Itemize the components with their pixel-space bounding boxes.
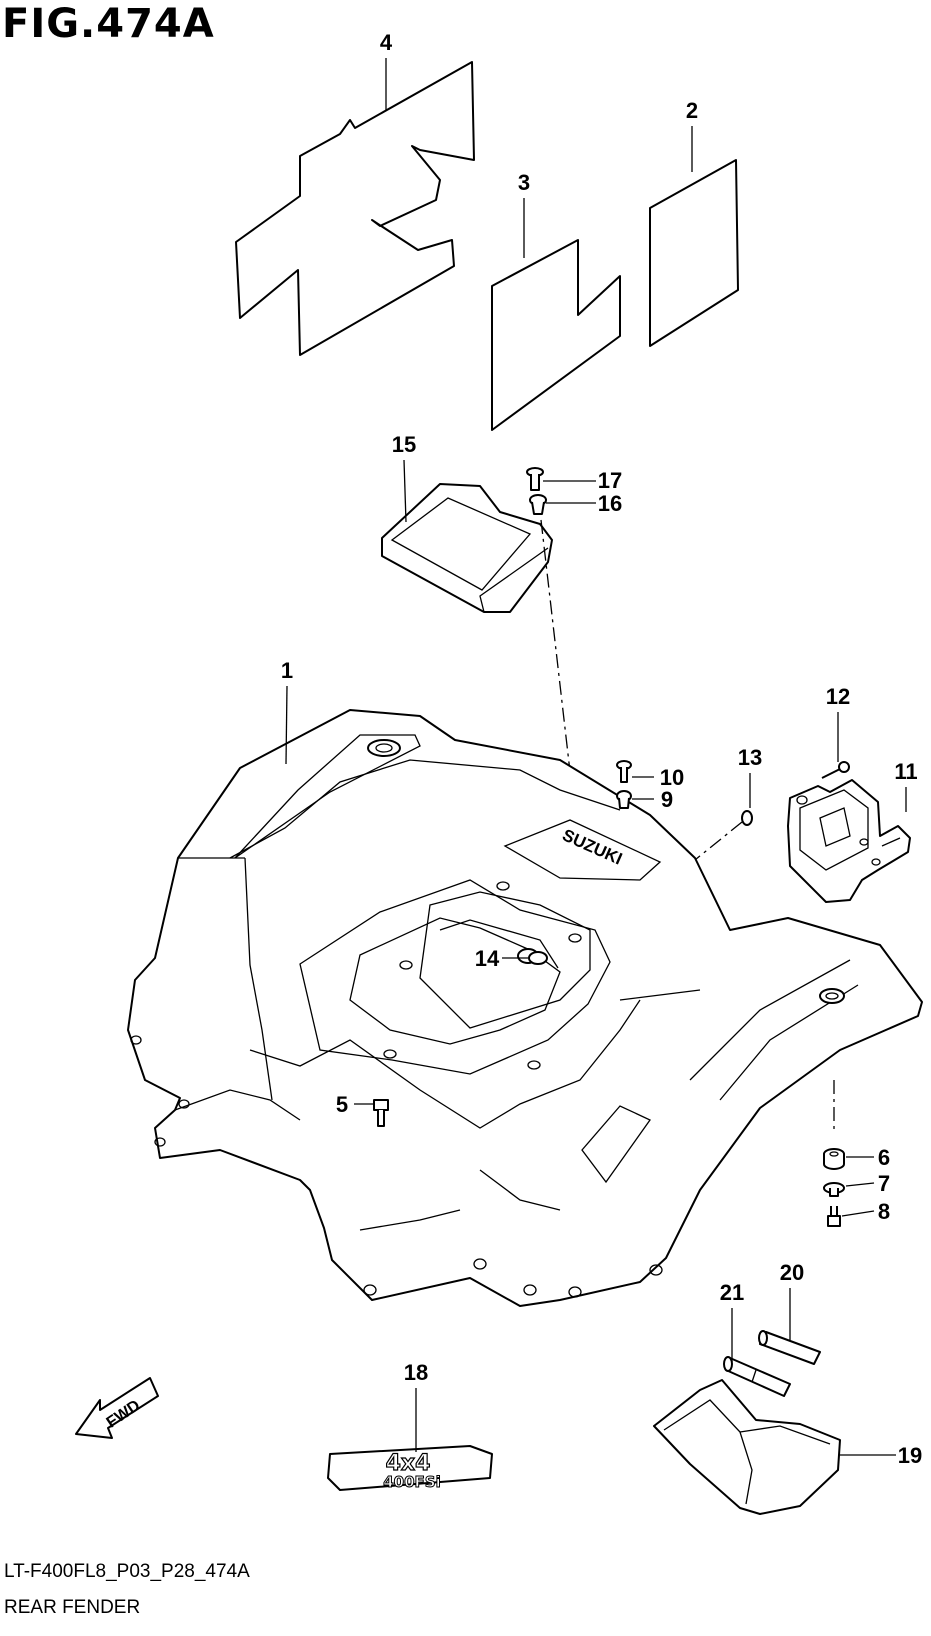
part-20-tool — [758, 1330, 821, 1365]
part-15-tray — [381, 483, 553, 613]
part-12-screw — [821, 761, 850, 779]
callout-4: 4 — [380, 30, 393, 55]
callout-5: 5 — [336, 1092, 348, 1117]
part-10-screw — [616, 760, 632, 783]
callout-12: 12 — [826, 684, 850, 709]
part-8-bolt — [827, 1206, 841, 1227]
callout-6: 6 — [878, 1145, 890, 1170]
part-19-tool-bag — [653, 1379, 841, 1515]
part-6-cushion — [823, 1148, 845, 1170]
callout-21: 21 — [720, 1280, 744, 1305]
part-2-decal — [649, 159, 739, 347]
part-11-bracket — [787, 779, 911, 903]
part-4-decal — [235, 61, 475, 356]
callout-20: 20 — [780, 1260, 804, 1285]
callout-14: 14 — [475, 946, 500, 971]
callout-19: 19 — [898, 1443, 922, 1468]
callout-18: 18 — [404, 1360, 428, 1385]
callout-1: 1 — [281, 658, 293, 683]
part-21-tool — [723, 1356, 791, 1397]
callout-10: 10 — [660, 765, 684, 790]
emblem-top-text: 4x4 — [386, 1451, 431, 1476]
callout-8: 8 — [878, 1199, 890, 1224]
part-14-grommet — [528, 951, 548, 965]
callout-2: 2 — [686, 98, 698, 123]
callout-9: 9 — [661, 787, 673, 812]
part-7-collar — [823, 1182, 845, 1197]
callout-17: 17 — [598, 468, 622, 493]
part-16-nut — [529, 494, 547, 515]
part-9-nut — [616, 790, 632, 809]
callout-7: 7 — [878, 1171, 890, 1196]
callout-11: 11 — [894, 759, 917, 784]
callout-15: 15 — [392, 432, 416, 457]
figure-title: FIG.474A — [2, 1, 215, 47]
callout-13: 13 — [738, 745, 762, 770]
part-13-washer — [741, 810, 753, 826]
part-5-bolt — [373, 1099, 389, 1127]
part-3-decal — [491, 239, 621, 431]
callout-16: 16 — [598, 491, 622, 516]
emblem-bottom-text: 400FSi — [383, 1473, 441, 1491]
part-17-screw — [526, 467, 544, 491]
figure-code: LT-F400FL8_P03_P28_474A — [4, 1561, 250, 1582]
callout-3: 3 — [518, 170, 530, 195]
fwd-arrow-icon: FWD — [75, 1377, 159, 1439]
figure-name: REAR FENDER — [4, 1597, 141, 1618]
part-18-emblem: 4x4 400FSi — [327, 1445, 493, 1492]
